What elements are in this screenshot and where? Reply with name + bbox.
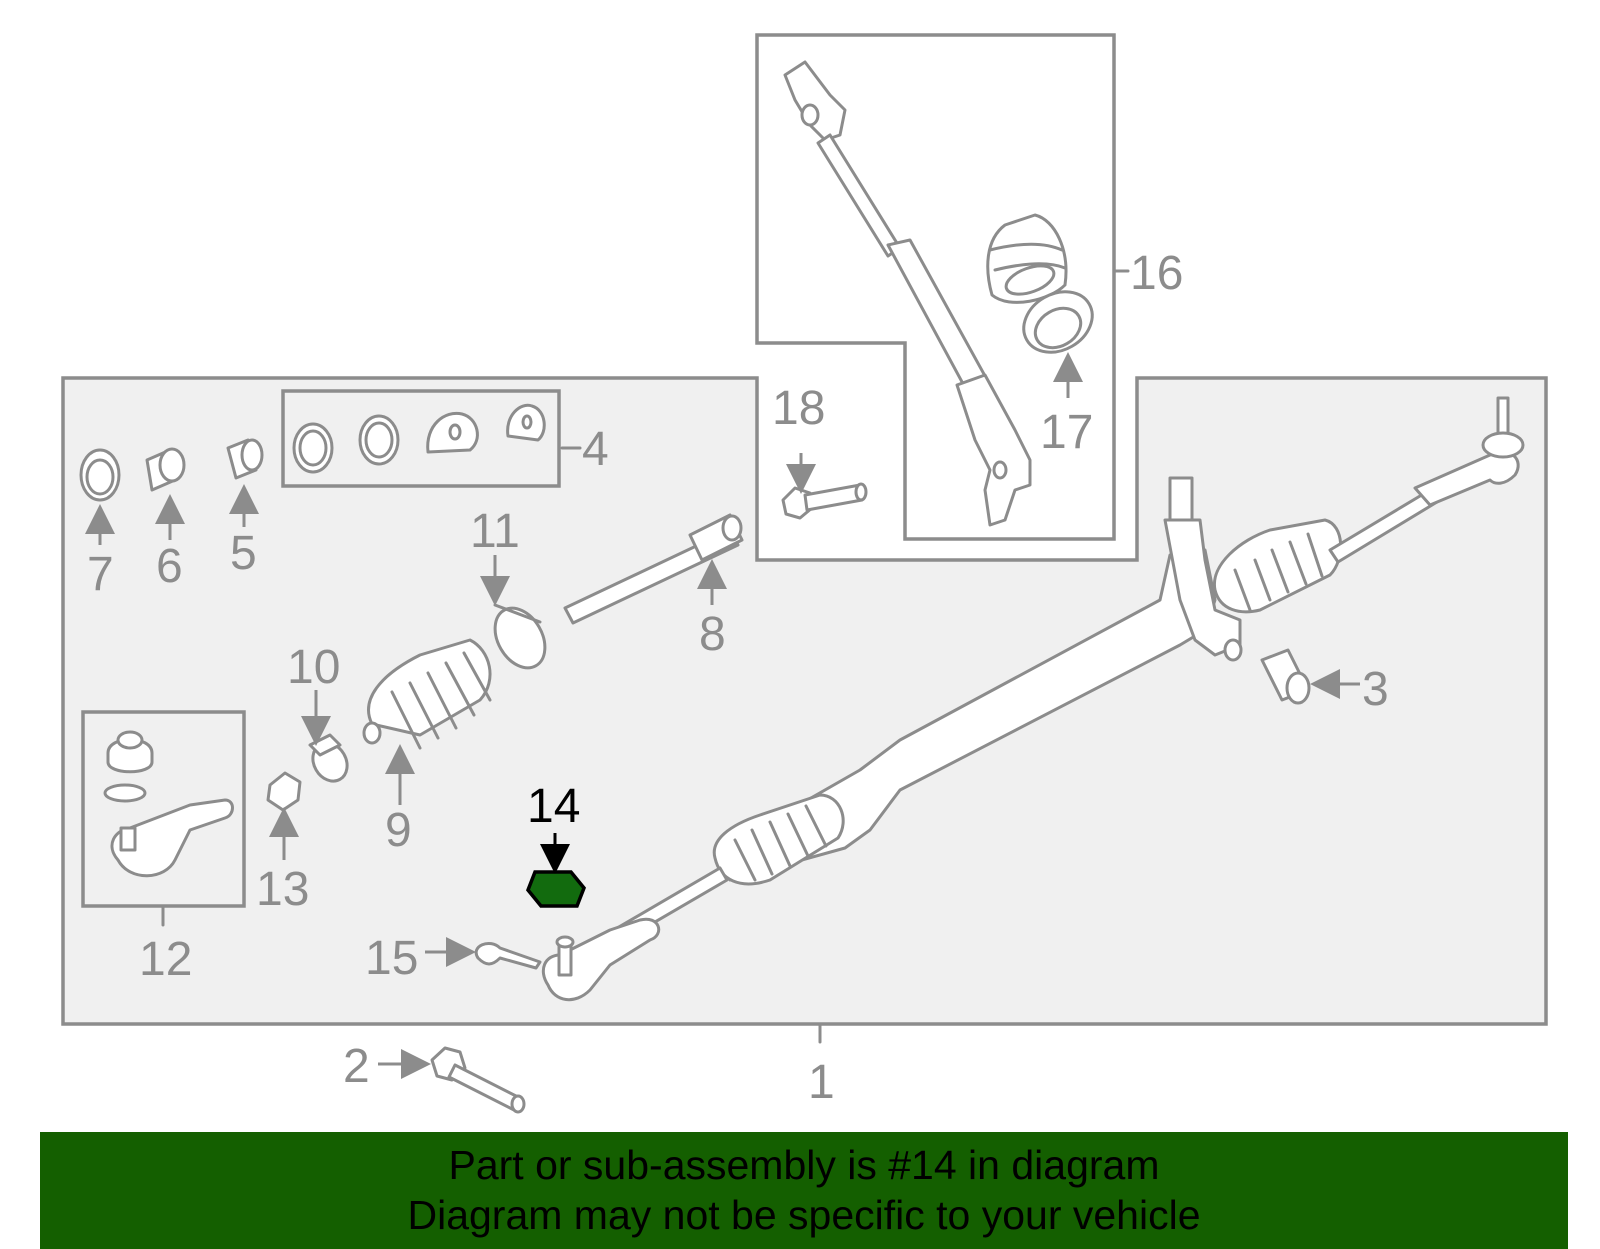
part-11-clamp [493,603,547,670]
info-banner: Part or sub-assembly is #14 in diagram D… [40,1132,1568,1249]
callout-16: 16 [1130,247,1183,300]
part-16-intermediate-shaft [783,60,1068,527]
callout-6: 6 [156,540,183,593]
callout-3: 3 [1362,663,1389,716]
callout-1: 1 [808,1056,835,1109]
subbox-4 [281,389,561,488]
part-14-shape[interactable] [526,870,586,908]
part-17-seal [1022,290,1094,354]
part-2-bolt [430,1046,526,1114]
callout-12: 12 [139,933,192,986]
banner-line-1: Part or sub-assembly is #14 in diagram [448,1142,1160,1188]
part-6-bushing [145,447,186,492]
callout-11: 11 [470,505,520,558]
banner-line-2: Diagram may not be specific to your vehi… [407,1192,1201,1238]
callout-17: 17 [1040,406,1093,459]
callout-4: 4 [582,423,609,476]
part-13-nut [266,771,302,812]
callout-18: 18 [772,382,825,435]
part-3-bushing [1260,648,1311,705]
part-7-washer [79,448,121,502]
part-18-bolt [781,482,868,520]
part-12-tie-rod-end [103,730,234,878]
callout-10: 10 [287,641,340,694]
part-1-rack-assembly [541,396,1525,1001]
callout-8: 8 [699,608,726,661]
callout-labels: 1 2 3 4 5 6 7 8 9 10 11 12 13 14 15 16 1… [87,247,1389,1109]
part-15-cotter-pin [474,942,542,970]
part-9-boot [362,638,492,750]
part-5-bushing [226,438,264,480]
callout-13: 13 [256,863,309,916]
callout-5: 5 [230,527,257,580]
callout-15: 15 [365,932,418,985]
callout-7: 7 [87,548,114,601]
callout-14[interactable]: 14 [527,780,580,833]
part-8-inner-tie-rod [563,513,744,625]
main-assembly-box [61,376,1548,1026]
part-4-set [292,403,546,474]
callout-9: 9 [385,804,412,857]
part-14-nut-highlight[interactable] [526,870,586,908]
callout-2: 2 [343,1040,370,1093]
leader-lines [85,269,1360,1079]
